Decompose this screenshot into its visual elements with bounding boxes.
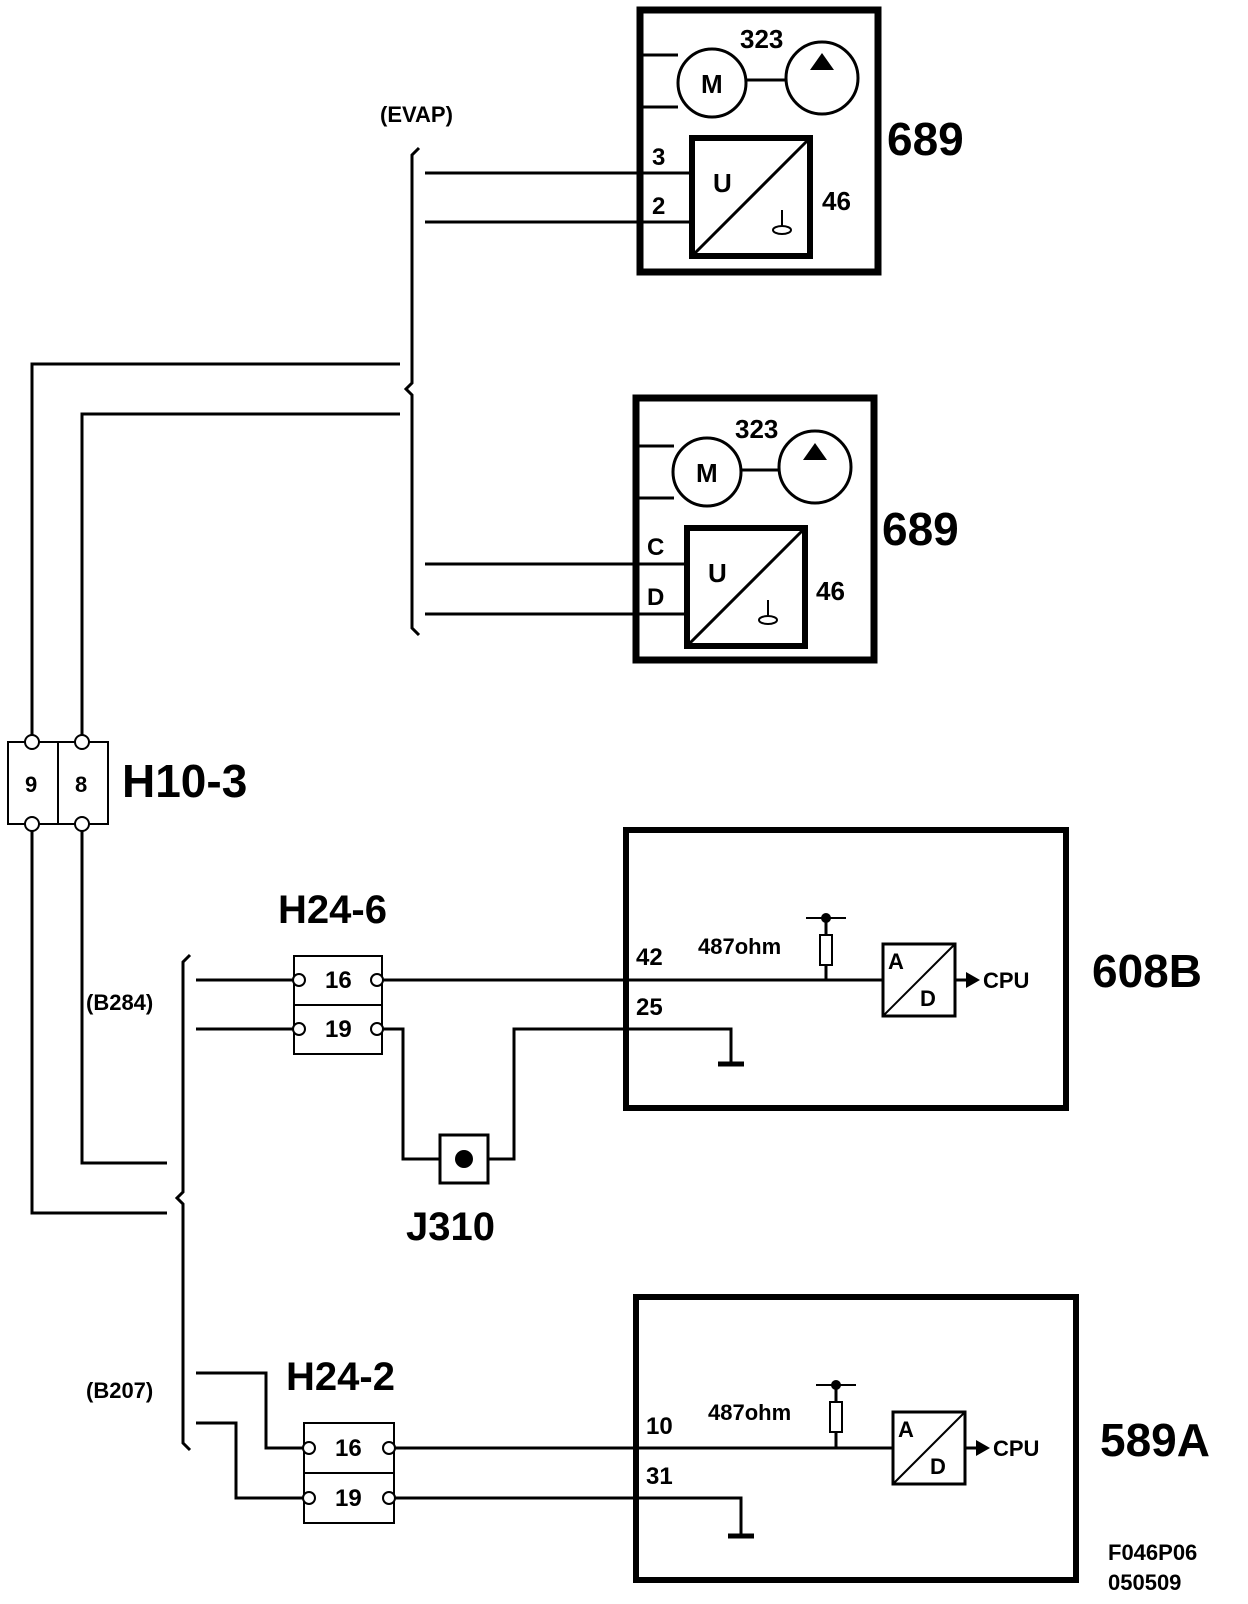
- lower-harness-brace: [174, 953, 192, 1452]
- sensor-label: U: [713, 168, 732, 198]
- arrow-right-icon: [976, 1440, 990, 1456]
- evap-harness-brace: [403, 146, 421, 637]
- pin-label-42: 42: [636, 944, 663, 971]
- h24-6-pin-16: 16: [325, 967, 352, 994]
- b284-harness-label: (B284): [86, 990, 153, 1015]
- pin-label-25: 25: [636, 994, 663, 1021]
- adc-a-label: A: [898, 1417, 914, 1442]
- pump-ref-label: 323: [740, 24, 783, 54]
- j310-splice: [438, 1133, 490, 1185]
- figure-date-code: 050509: [1108, 1570, 1181, 1595]
- ecu-608b-housing: [623, 827, 1069, 1111]
- ecu-589a-housing: [633, 1294, 1079, 1583]
- ecu-589a-id: 589A: [1100, 1414, 1210, 1466]
- resistor-value-label: 487ohm: [708, 1400, 791, 1425]
- resistor-icon: [819, 934, 833, 966]
- adc-a-label: A: [888, 949, 904, 974]
- h10-3-connector: [7, 734, 109, 832]
- h24-6-pin-19: 19: [325, 1016, 352, 1043]
- resistor-icon: [829, 1401, 843, 1433]
- pin-label-c: C: [647, 534, 664, 561]
- h24-2-label: H24-2: [286, 1355, 395, 1399]
- pin-label-d: D: [647, 584, 664, 611]
- h24-6-connector: [292, 955, 384, 1055]
- h10-3-label: H10-3: [122, 755, 247, 807]
- h10-3-pin-8: 8: [75, 772, 87, 797]
- h10-3-pin-9: 9: [25, 772, 37, 797]
- sensor-ref-label: 46: [816, 576, 845, 606]
- adc-d-label: D: [920, 986, 936, 1011]
- ecu-589a: [633, 1294, 1079, 1583]
- pin-label-10: 10: [646, 1413, 673, 1440]
- pin-label-2: 2: [652, 193, 665, 220]
- cpu-label: CPU: [993, 1436, 1039, 1461]
- pump-icon: [784, 40, 860, 116]
- pressure-sensor: [689, 135, 813, 259]
- j310-label: J310: [406, 1205, 495, 1249]
- h24-2-pin-19: 19: [335, 1485, 362, 1512]
- motor-icon: [676, 47, 748, 119]
- h24-2-connector: [302, 1422, 396, 1524]
- pin-label-31: 31: [646, 1463, 673, 1490]
- resistor-value-label: 487ohm: [698, 934, 781, 959]
- evap-harness-label: (EVAP): [380, 102, 453, 127]
- unit-689-bottom: [632, 394, 878, 664]
- h24-6-label: H24-6: [278, 888, 387, 932]
- pump-ref-label: 323: [735, 414, 778, 444]
- b207-harness-label: (B207): [86, 1378, 153, 1403]
- h24-2-pin-16: 16: [335, 1435, 362, 1462]
- figure-code: F046P06: [1108, 1540, 1197, 1565]
- unit-689-top: [636, 6, 882, 276]
- cpu-label: CPU: [983, 968, 1029, 993]
- unit-689-bottom-housing: [632, 394, 878, 664]
- unit-689-top-housing: [636, 6, 882, 276]
- sensor-label: U: [708, 558, 727, 588]
- arrow-right-icon: [966, 972, 980, 988]
- motor-label: M: [701, 69, 723, 99]
- pump-icon: [777, 429, 853, 505]
- adc-d-label: D: [930, 1454, 946, 1479]
- unit-689-bottom-id: 689: [882, 503, 959, 555]
- motor-label: M: [696, 458, 718, 488]
- pressure-sensor: [684, 525, 808, 649]
- ecu-608b: [623, 827, 1069, 1111]
- ecu-608b-id: 608B: [1092, 945, 1202, 997]
- motor-icon: [671, 436, 743, 508]
- evap-harness-wires: [30, 146, 643, 742]
- unit-689-top-id: 689: [887, 113, 964, 165]
- pin-label-3: 3: [652, 144, 665, 171]
- sensor-ref-label: 46: [822, 186, 851, 216]
